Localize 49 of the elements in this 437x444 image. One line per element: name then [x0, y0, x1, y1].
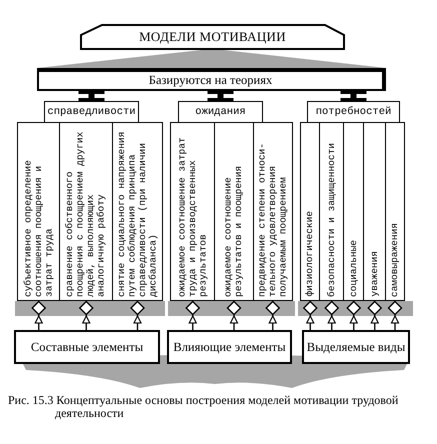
theory-group [15, 101, 165, 316]
column-panel [252, 122, 293, 301]
heading-tab: ожидания [178, 101, 263, 122]
arrow [79, 300, 94, 330]
column-panel [17, 122, 60, 301]
vertical-text: сравнение собственного поощрения с поощрением других людей, выполняющих аналогичную работу [65, 130, 108, 297]
category-panel: Составные элементы [14, 330, 160, 364]
figure-caption: Рис. 15.3 Концептуальные основы построения моделей мотивации трудовой деятельности [8, 394, 400, 420]
column-panel [214, 122, 254, 301]
arrow [130, 300, 145, 330]
column-panel [300, 122, 320, 301]
category-panel: Выделяемые виды [302, 330, 410, 364]
arrow [266, 300, 280, 330]
theory-group [168, 101, 295, 316]
vertical-text: социальные [348, 240, 359, 297]
column-panel [343, 122, 364, 301]
banner-title: МОДЕЛИ МОТИВАЦИИ [139, 29, 286, 45]
wedge-connector [37, 50, 386, 68]
joint-connector [78, 91, 104, 101]
column-panel [59, 122, 114, 301]
joint-connector [208, 91, 234, 101]
vertical-text: самовыражения [390, 222, 400, 297]
joint-connector [340, 91, 366, 101]
heading-tab: потребностей [307, 101, 400, 122]
arrow [303, 300, 318, 330]
vertical-text: уважения [370, 251, 380, 297]
column-panel [319, 122, 344, 301]
column-panel [170, 122, 216, 301]
vertical-text: ожидаемое соотношение результатов и поощрения [224, 164, 244, 297]
header-bar: Базируются на теориях [37, 68, 386, 91]
category-panel: Влияющие элементы [167, 330, 292, 364]
column-panel [112, 122, 163, 301]
vertical-text: предвидение степени относи-тельного удовлетворения получаемым поощрением [257, 142, 288, 297]
heading-tab: справедливости [44, 101, 139, 122]
arrow [324, 300, 339, 330]
arrow [346, 300, 361, 330]
theory-group [298, 101, 413, 316]
vertical-text: субъективное определение соотношения поощрения и затрат труда [23, 159, 54, 297]
arrow [388, 300, 402, 330]
vertical-text: безопасности и защищенности [326, 143, 337, 297]
arrow [186, 300, 200, 330]
arrow [368, 300, 382, 330]
vertical-text: ожидаемое соотношение затрат труда и производственных результатов [177, 136, 208, 297]
vertical-text: физиологические [305, 211, 316, 297]
arrow [32, 300, 46, 330]
column-panel [385, 122, 405, 301]
arrow [226, 300, 242, 330]
column-panel [363, 122, 386, 301]
vertical-text: снятие социального напряжения путем соблюдения принципа справедливости (при наличии дисбаланса) [116, 130, 158, 297]
